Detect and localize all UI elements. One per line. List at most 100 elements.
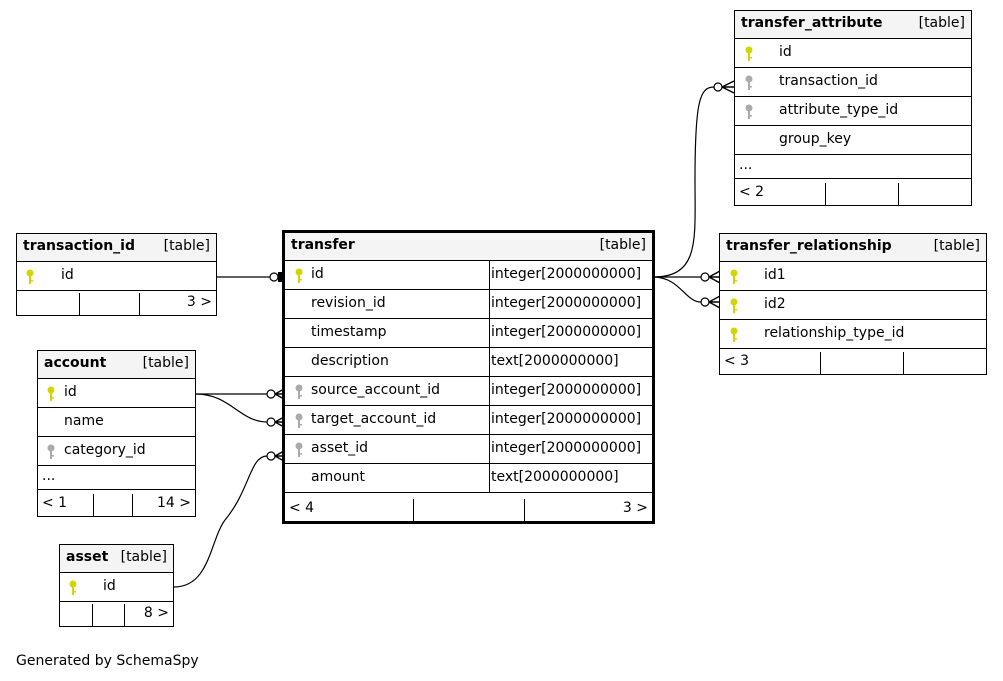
- column-type: integer[2000000000]: [491, 295, 642, 311]
- parents-count: < 1: [42, 495, 68, 511]
- column-name: description: [311, 353, 389, 369]
- column-type: text[2000000000]: [491, 469, 619, 485]
- table-transfer_attribute[interactable]: transfer_attribute [table] id transactio…: [734, 10, 972, 206]
- crowfoot-marker: [721, 80, 735, 94]
- column-row[interactable]: amount text[2000000000]: [285, 464, 652, 493]
- table-type: [table]: [933, 238, 980, 254]
- table-type: [table]: [142, 355, 189, 371]
- primary-key-icon: [745, 46, 753, 61]
- table-type: [table]: [599, 237, 646, 253]
- column-row[interactable]: source_account_id integer[2000000000]: [285, 377, 652, 406]
- column-name: relationship_type_id: [764, 325, 905, 341]
- column-name: id: [103, 578, 116, 594]
- column-name: id: [61, 267, 74, 283]
- column-row[interactable]: id: [17, 262, 216, 291]
- column-row[interactable]: description text[2000000000]: [285, 348, 652, 377]
- children-count: 3 >: [622, 500, 648, 516]
- primary-key-icon: [295, 268, 303, 283]
- column-row[interactable]: asset_id integer[2000000000]: [285, 435, 652, 464]
- table-header: transfer_attribute [table]: [735, 11, 971, 39]
- rel-asset-transfer: [173, 455, 268, 588]
- table-asset[interactable]: asset [table] id 8 >: [59, 544, 174, 627]
- column-name: id: [311, 266, 324, 282]
- column-type: integer[2000000000]: [491, 266, 642, 282]
- column-row[interactable]: category_id: [38, 437, 195, 466]
- optional-marker: [266, 417, 276, 427]
- column-row[interactable]: id2: [720, 291, 986, 320]
- table-header: transfer_relationship [table]: [720, 234, 986, 262]
- column-name: target_account_id: [311, 411, 437, 427]
- column-row[interactable]: id: [60, 573, 173, 602]
- column-name: id2: [764, 296, 786, 312]
- children-count: 3 >: [186, 294, 212, 310]
- table-footer: 3 >: [17, 293, 216, 315]
- column-row[interactable]: id1: [720, 262, 986, 291]
- table-name: transfer: [291, 237, 355, 253]
- table-type: [table]: [163, 238, 210, 254]
- column-row[interactable]: timestamp integer[2000000000]: [285, 319, 652, 348]
- column-row[interactable]: revision_id integer[2000000000]: [285, 290, 652, 319]
- table-account[interactable]: account [table] id name category_id ... …: [37, 350, 196, 517]
- column-type: text[2000000000]: [491, 353, 619, 369]
- one-marker: [278, 272, 282, 282]
- table-transfer[interactable]: transfer [table] id integer[2000000000] …: [282, 230, 655, 524]
- column-name: transaction_id: [779, 73, 878, 89]
- column-name: attribute_type_id: [779, 102, 899, 118]
- foreign-key-icon: [745, 104, 753, 119]
- primary-key-icon: [730, 269, 738, 284]
- column-type: integer[2000000000]: [491, 411, 642, 427]
- more-columns: ...: [38, 466, 195, 490]
- column-name: id: [779, 44, 792, 60]
- table-name: transfer_relationship: [726, 238, 892, 254]
- primary-key-icon: [730, 327, 738, 342]
- children-count: 14 >: [157, 495, 191, 511]
- column-type: integer[2000000000]: [491, 382, 642, 398]
- column-row[interactable]: group_key: [735, 126, 971, 155]
- optional-marker: [700, 272, 710, 282]
- foreign-key-icon: [745, 75, 753, 90]
- table-name: account: [44, 355, 107, 371]
- primary-key-icon: [69, 580, 77, 595]
- parents-count: < 4: [289, 500, 315, 516]
- table-footer: 8 >: [60, 604, 173, 626]
- column-row[interactable]: id integer[2000000000]: [285, 261, 652, 290]
- column-name: source_account_id: [311, 382, 441, 398]
- more-columns: ...: [735, 155, 971, 179]
- column-name: timestamp: [311, 324, 387, 340]
- parents-count: < 2: [739, 184, 765, 200]
- rel-account-target: [195, 393, 268, 423]
- column-name: revision_id: [311, 295, 386, 311]
- table-header: transfer [table]: [285, 233, 652, 261]
- table-transaction_id[interactable]: transaction_id [table] id 3 >: [16, 233, 217, 316]
- primary-key-icon: [47, 386, 55, 401]
- table-name: transfer_attribute: [741, 15, 883, 31]
- column-row[interactable]: target_account_id integer[2000000000]: [285, 406, 652, 435]
- children-count: 8 >: [143, 605, 169, 621]
- table-type: [table]: [918, 15, 965, 31]
- crowfoot-marker: [708, 270, 721, 284]
- column-row[interactable]: attribute_type_id: [735, 97, 971, 126]
- column-row[interactable]: id: [38, 379, 195, 408]
- column-name: group_key: [779, 131, 852, 147]
- column-name: category_id: [64, 442, 146, 458]
- column-row[interactable]: transaction_id: [735, 68, 971, 97]
- parents-count: < 3: [724, 353, 750, 369]
- foreign-key-icon: [295, 413, 303, 428]
- column-row[interactable]: name: [38, 408, 195, 437]
- foreign-key-icon: [47, 444, 55, 459]
- column-type: integer[2000000000]: [491, 440, 642, 456]
- column-row[interactable]: id: [735, 39, 971, 68]
- table-footer: < 4 3 >: [285, 499, 652, 521]
- table-header: account [table]: [38, 351, 195, 379]
- optional-marker: [700, 297, 710, 307]
- foreign-key-icon: [295, 384, 303, 399]
- column-name: id: [64, 384, 77, 400]
- table-transfer_relationship[interactable]: transfer_relationship [table] id1 id2 re…: [719, 233, 987, 375]
- primary-key-icon: [26, 269, 34, 284]
- table-footer: < 1 14 >: [38, 494, 195, 516]
- column-row[interactable]: relationship_type_id: [720, 320, 986, 349]
- optional-marker: [266, 389, 276, 399]
- generated-by-credit: Generated by SchemaSpy: [16, 653, 199, 669]
- primary-key-icon: [730, 298, 738, 313]
